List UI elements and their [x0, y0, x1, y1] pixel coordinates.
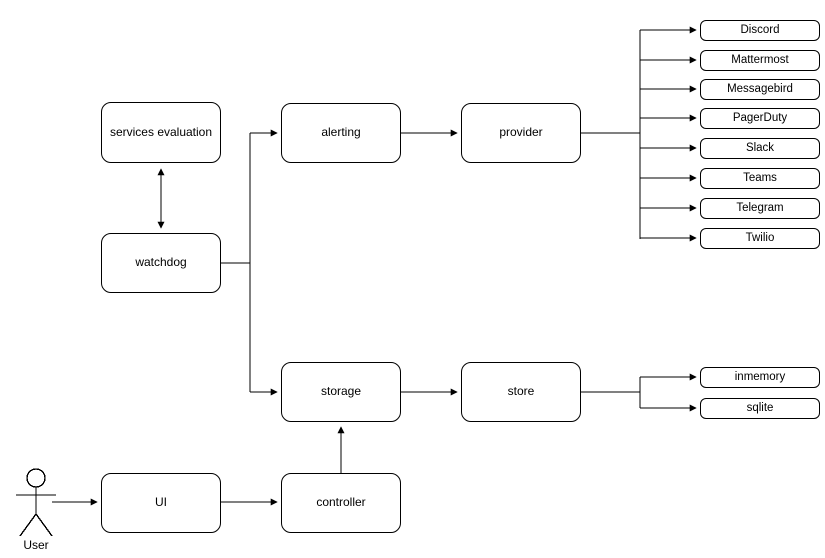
node-store[interactable]: store: [461, 362, 581, 422]
user-actor-figure: [16, 468, 56, 537]
node-discord[interactable]: Discord: [700, 20, 820, 41]
node-label: Telegram: [736, 202, 784, 215]
node-provider[interactable]: provider: [461, 103, 581, 163]
node-alerting[interactable]: alerting: [281, 103, 401, 163]
node-label: Discord: [740, 24, 780, 37]
node-mattermost[interactable]: Mattermost: [700, 50, 820, 71]
actor-leg-right: [35, 513, 53, 537]
node-label: watchdog: [135, 255, 187, 270]
node-label: services evaluation: [109, 124, 213, 139]
node-label: UI: [155, 495, 167, 510]
actor-head-icon: [26, 468, 46, 488]
actor-leg-left: [19, 513, 37, 537]
node-label: Teams: [743, 172, 777, 185]
node-label: Messagebird: [727, 83, 793, 96]
node-ui[interactable]: UI: [101, 473, 221, 533]
user-actor-label: User: [23, 538, 49, 552]
node-inmemory[interactable]: inmemory: [700, 367, 820, 388]
node-slack[interactable]: Slack: [700, 138, 820, 159]
node-storage[interactable]: storage: [281, 362, 401, 422]
node-label: Twilio: [745, 232, 775, 245]
node-watchdog[interactable]: watchdog: [101, 233, 221, 293]
node-telegram[interactable]: Telegram: [700, 198, 820, 219]
node-label: storage: [320, 384, 362, 399]
node-label: alerting: [321, 125, 361, 140]
node-pagerduty[interactable]: PagerDuty: [700, 108, 820, 129]
node-teams[interactable]: Teams: [700, 168, 820, 189]
node-twilio[interactable]: Twilio: [700, 228, 820, 249]
node-sqlite[interactable]: sqlite: [700, 398, 820, 419]
node-label: Mattermost: [731, 54, 789, 67]
node-label: store: [507, 384, 535, 399]
node-services-evaluation[interactable]: services evaluation: [101, 102, 221, 163]
node-controller[interactable]: controller: [281, 473, 401, 533]
node-label: provider: [499, 125, 543, 140]
node-messagebird[interactable]: Messagebird: [700, 79, 820, 100]
node-label: Slack: [745, 142, 775, 155]
node-label: PagerDuty: [732, 112, 788, 125]
node-label: sqlite: [746, 402, 774, 415]
node-label: inmemory: [734, 371, 786, 384]
node-label: controller: [316, 495, 366, 510]
